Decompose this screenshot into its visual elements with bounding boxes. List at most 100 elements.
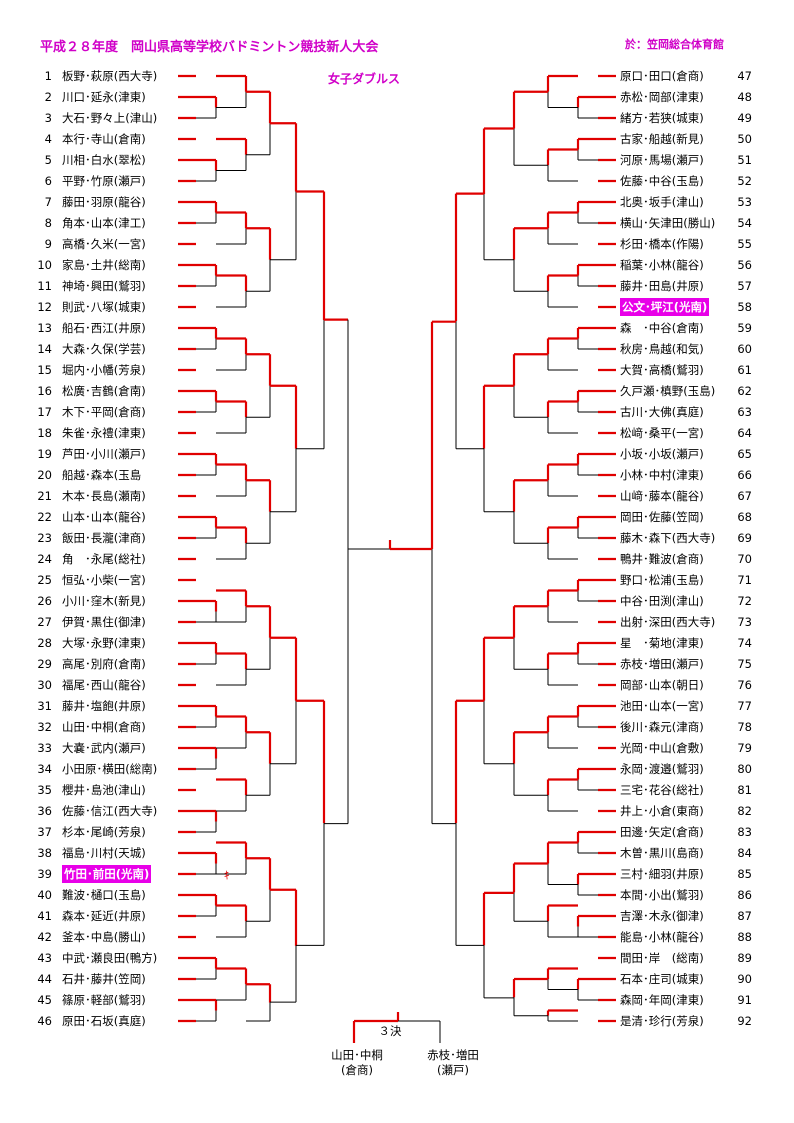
entry-name: 間田･岸 (総南) bbox=[620, 951, 704, 965]
entry-number: 33 bbox=[37, 741, 52, 755]
entry-number: 6 bbox=[44, 174, 52, 188]
entry-name: 池田･山本(一宮) bbox=[620, 699, 704, 713]
entry-number: 50 bbox=[737, 132, 752, 146]
entry-number: 56 bbox=[737, 258, 752, 272]
entry-name: 石本･庄司(城東) bbox=[620, 972, 704, 986]
entry-name: 三村･細羽(井原) bbox=[620, 867, 704, 881]
entry-number: 84 bbox=[737, 846, 752, 860]
entry-number: 90 bbox=[737, 972, 752, 986]
entry-name: 星 ･菊地(津東) bbox=[620, 636, 704, 650]
entry-name: 石井･藤井(笠岡) bbox=[62, 972, 146, 986]
entry-name: 森 ･中谷(倉南) bbox=[620, 321, 704, 335]
venue-label: 於：笠岡総合体育館 bbox=[625, 38, 724, 51]
entry-number: 51 bbox=[737, 153, 752, 167]
entry-name: 家島･土井(総南) bbox=[62, 258, 146, 272]
entry-name: 三宅･花谷(総社) bbox=[620, 783, 704, 797]
entry-number: 62 bbox=[737, 384, 752, 398]
entry-number: 81 bbox=[737, 783, 752, 797]
third-place-left: 山田･中桐 (倉商) bbox=[322, 1048, 392, 1078]
entry-name: 佐藤･中谷(玉島) bbox=[620, 174, 704, 188]
entry-name: 赤松･岡部(津東) bbox=[620, 90, 704, 104]
entry-name: 是清･珍行(芳泉) bbox=[620, 1014, 704, 1028]
entry-name: 小田原･横田(総南) bbox=[62, 762, 158, 776]
entry-number: 85 bbox=[737, 867, 752, 881]
third-place-left-school: (倉商) bbox=[341, 1063, 373, 1077]
entry-number: 16 bbox=[37, 384, 52, 398]
entry-name: 中谷･田渕(津山) bbox=[620, 594, 704, 608]
entry-number: 60 bbox=[737, 342, 752, 356]
entry-number: 36 bbox=[37, 804, 52, 818]
entry-number: 10 bbox=[37, 258, 52, 272]
entry-name: 板野･萩原(西大寺) bbox=[62, 69, 158, 83]
entry-name: 松﨑･桑平(一宮) bbox=[620, 426, 704, 440]
entry-name: 神埼･興田(鷲羽) bbox=[62, 279, 146, 293]
entry-number: 13 bbox=[37, 321, 52, 335]
entry-name: 船石･西江(井原) bbox=[62, 321, 146, 335]
entry-name: 篠原･軽部(鷲羽) bbox=[62, 993, 146, 1007]
entry-number: 32 bbox=[37, 720, 52, 734]
third-place-label: ３決 bbox=[378, 1024, 402, 1038]
entry-name: 大石･野々上(津山) bbox=[62, 111, 158, 125]
entry-number: 86 bbox=[737, 888, 752, 902]
entry-number: 27 bbox=[37, 615, 52, 629]
entry-name: 藤木･森下(西大寺) bbox=[620, 531, 716, 545]
entry-number: 53 bbox=[737, 195, 752, 209]
entry-number: 69 bbox=[737, 531, 752, 545]
entry-name: 岡部･山本(朝日) bbox=[620, 678, 704, 692]
event-label: 女子ダブルス bbox=[328, 72, 401, 86]
entry-number: 22 bbox=[37, 510, 52, 524]
entry-number: 31 bbox=[37, 699, 52, 713]
entry-number: 68 bbox=[737, 510, 752, 524]
entry-name: 原田･石坂(真庭) bbox=[62, 1014, 146, 1028]
entry-name: 河原･馬場(瀬戸) bbox=[620, 153, 704, 167]
entry-name: 船越･森本(玉島 bbox=[62, 468, 142, 482]
entry-name: 野口･松浦(玉島) bbox=[620, 573, 704, 587]
entry-number: 25 bbox=[37, 573, 52, 587]
entry-name: 朱雀･永禮(津東) bbox=[62, 426, 146, 440]
entry-name: 山﨑･藤本(龍谷) bbox=[620, 489, 704, 503]
entry-name: 堀内･小幡(芳泉) bbox=[62, 363, 146, 377]
entry-number: 71 bbox=[737, 573, 752, 587]
entry-name: 木曽･黒川(島商) bbox=[620, 846, 704, 860]
entry-name: 公文･坪江(光南) bbox=[620, 298, 710, 316]
entry-name: 川相･白水(翠松) bbox=[62, 153, 146, 167]
entry-number: 80 bbox=[737, 762, 752, 776]
entry-name: 大嚢･武内(瀬戸) bbox=[62, 741, 146, 755]
entry-number: 3 bbox=[44, 111, 52, 125]
entry-name: 小川･窪木(新見) bbox=[62, 594, 146, 608]
entry-number: 35 bbox=[37, 783, 52, 797]
entry-name: 久戸瀬･槙野(玉島) bbox=[620, 384, 716, 398]
entry-number: 43 bbox=[37, 951, 52, 965]
entry-number: 12 bbox=[37, 300, 52, 314]
entry-name: 大塚･永野(津東) bbox=[62, 636, 146, 650]
entry-number: 75 bbox=[737, 657, 752, 671]
entry-number: 88 bbox=[737, 930, 752, 944]
entry-number: 8 bbox=[44, 216, 52, 230]
entry-name: 恒弘･小柴(一宮) bbox=[62, 573, 146, 587]
entry-name: 藤井･田島(井原) bbox=[620, 279, 704, 293]
entry-39-mark: ｷ bbox=[224, 869, 230, 882]
entry-number: 40 bbox=[37, 888, 52, 902]
entry-number: 24 bbox=[37, 552, 52, 566]
entry-name: 竹田･前田(光南) bbox=[62, 865, 152, 883]
entry-number: 72 bbox=[737, 594, 752, 608]
entry-number: 77 bbox=[737, 699, 752, 713]
entry-name: 角 ･永尾(総社) bbox=[62, 552, 146, 566]
entry-number: 20 bbox=[37, 468, 52, 482]
entry-number: 42 bbox=[37, 930, 52, 944]
entry-number: 18 bbox=[37, 426, 52, 440]
entry-number: 74 bbox=[737, 636, 752, 650]
third-place-right-name: 赤枝･増田 bbox=[427, 1048, 479, 1062]
entry-name: 大森･久保(学芸) bbox=[62, 342, 146, 356]
entry-name: 松廣･吉鶴(倉南) bbox=[62, 384, 146, 398]
entry-number: 82 bbox=[737, 804, 752, 818]
entry-name: 木下･平岡(倉商) bbox=[62, 405, 146, 419]
entry-name: 杉本･尾崎(芳泉) bbox=[62, 825, 146, 839]
entry-number: 30 bbox=[37, 678, 52, 692]
entry-number: 46 bbox=[37, 1014, 52, 1028]
entry-number: 66 bbox=[737, 468, 752, 482]
entry-number: 45 bbox=[37, 993, 52, 1007]
entry-name: 田邊･矢定(倉商) bbox=[620, 825, 704, 839]
entry-number: 63 bbox=[737, 405, 752, 419]
entry-number: 49 bbox=[737, 111, 752, 125]
